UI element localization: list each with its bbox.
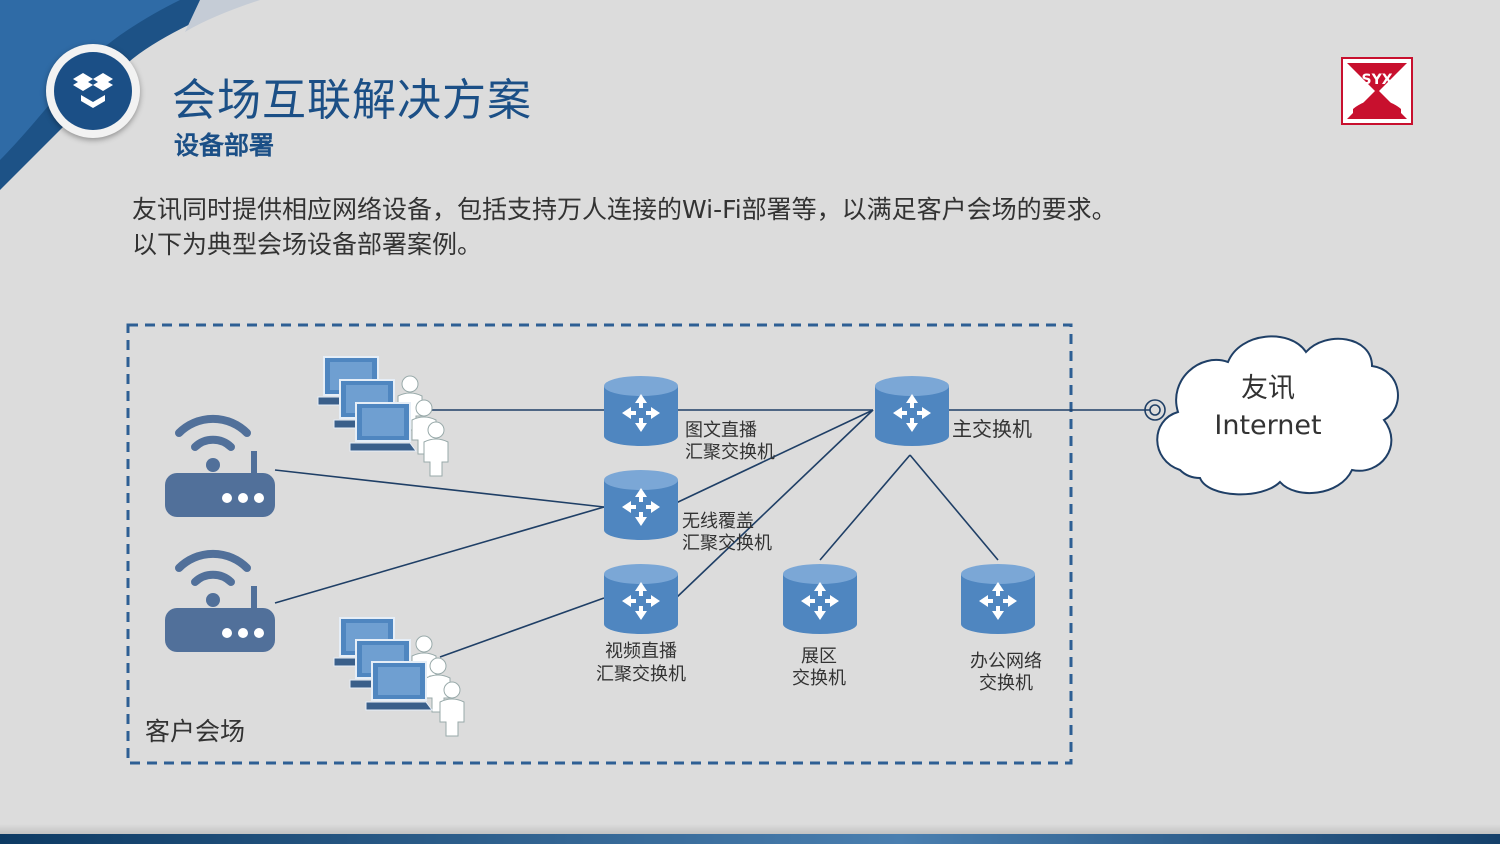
agg-video-label-1: 视频直播 [605,641,677,662]
page-title: 会场互联解决方案 [172,75,532,126]
dropbox-box-icon [73,73,113,108]
brand-logo: SYX [1341,57,1413,125]
connector-icon [1144,399,1166,421]
expo-switch-label-1: 展区 [801,646,837,667]
connection-lines [274,409,1150,658]
laptop-user-group [333,617,465,737]
switch-icon [875,376,949,446]
wifi-router-icon [165,419,275,517]
office-switch-label-2: 交换机 [979,673,1033,694]
description-line-1: 友讯同时提供相应网络设备，包括支持万人连接的Wi-Fi部署等，以满足客户会场的要… [132,195,1117,224]
venue-label: 客户会场 [145,717,245,746]
switch-icon [604,564,678,634]
agg-wireless-label-1: 无线覆盖 [682,511,754,532]
logo-badge [46,44,140,138]
footer-shadow [0,824,1500,834]
cloud-label-1: 友讯 [1241,373,1295,404]
agg-video-label-2: 汇聚交换机 [596,664,686,685]
footer-bar [0,834,1500,844]
description: 友讯同时提供相应网络设备，包括支持万人连接的Wi-Fi部署等，以满足客户会场的要… [132,192,1332,262]
cloud-label-2: Internet [1214,410,1321,441]
switch-icon [604,470,678,540]
agg-graphic-label-2: 汇聚交换机 [685,442,775,463]
venue-boundary [126,323,1073,765]
page-subtitle: 设备部署 [174,131,275,160]
wifi-router-icon [165,554,275,652]
internet-cloud: 友讯 Internet [1156,335,1399,496]
agg-graphic-label-1: 图文直播 [685,420,757,441]
corner-decoration [0,0,260,190]
expo-switch-label-2: 交换机 [792,668,846,689]
description-line-2: 以下为典型会场设备部署案例。 [132,230,483,259]
main-switch-label: 主交换机 [952,417,1032,441]
switch-icon [961,564,1035,634]
office-switch-label-1: 办公网络 [970,651,1042,672]
brand-text: SYX [1361,72,1392,88]
agg-wireless-label-2: 汇聚交换机 [682,533,772,554]
switch-icon [604,376,678,446]
laptop-user-group [317,356,449,477]
switch-icon [783,564,857,634]
